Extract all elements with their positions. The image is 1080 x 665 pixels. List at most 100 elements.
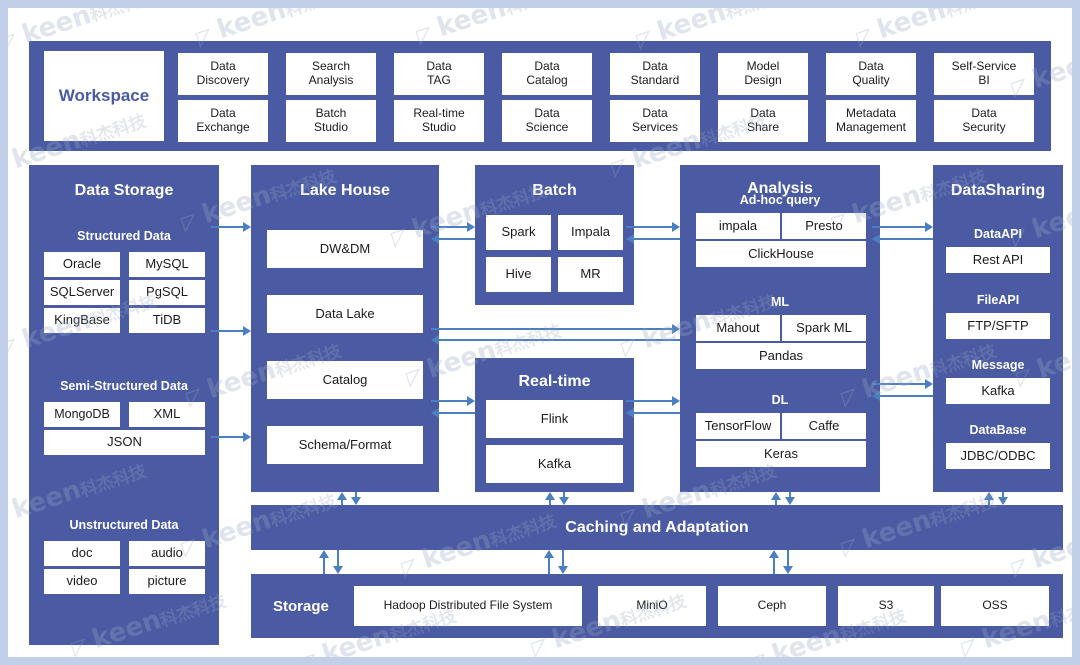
conn-lakehouse-cache-up-head (337, 492, 347, 500)
conn-realtime-cache-down (563, 492, 565, 497)
batch-title: Batch (532, 182, 577, 199)
analysis-title: Analysis (747, 180, 813, 197)
storage-bottom-item-1[interactable]: MiniO (598, 586, 706, 626)
conn-sharing-cache-up (988, 500, 990, 505)
conn-lakehouse-batch-out (431, 226, 467, 228)
storage-unstructured-3[interactable]: picture (129, 569, 205, 594)
conn-lakehouse-analysis-in-head (431, 335, 439, 345)
storage-structured-1[interactable]: MySQL (129, 252, 205, 277)
lake-house-item-2[interactable]: Catalog (267, 361, 423, 399)
conn-cache-storage-down-b-head (558, 566, 568, 574)
conn-lakehouse-analysis-out-head (672, 324, 680, 334)
batch-item-2[interactable]: Hive (486, 257, 551, 292)
storage-bottom-item-4[interactable]: OSS (941, 586, 1049, 626)
ml-label: ML (770, 295, 790, 309)
analysis-0-0[interactable]: impala (696, 213, 780, 239)
datasharing-group-label-3: DataBase (969, 423, 1027, 437)
workspace-label: Workspace (44, 51, 164, 141)
datasharing-group-label-1: FileAPI (976, 293, 1020, 307)
analysis-2-2[interactable]: Keras (696, 441, 866, 467)
semi-structured-data-label: Semi-Structured Data (60, 379, 188, 393)
conn-lakehouse-batch-out-head (467, 222, 475, 232)
conn-realtime-cache-up (549, 500, 551, 505)
conn-analysis-sharing-out-1-head (925, 222, 933, 232)
datasharing-item-2[interactable]: Kafka (946, 378, 1050, 404)
conn-lakehouse-realtime-in (439, 412, 475, 414)
conn-storage-lakehouse-2-head (243, 326, 251, 336)
conn-analysis-cache-up (775, 500, 777, 505)
analysis-2-1[interactable]: Caffe (782, 413, 866, 439)
conn-lakehouse-realtime-in-head (431, 408, 439, 418)
conn-sharing-cache-down-head (998, 497, 1008, 505)
conn-analysis-cache-down-head (785, 497, 795, 505)
lake-house-title: Lake House (300, 182, 390, 199)
datasharing-item-0[interactable]: Rest API (946, 247, 1050, 273)
storage-unstructured-2[interactable]: video (44, 569, 120, 594)
datasharing-item-3[interactable]: JDBC/ODBC (946, 443, 1050, 469)
storage-semi-1[interactable]: XML (129, 402, 205, 427)
conn-realtime-cache-up-head (545, 492, 555, 500)
conn-batch-analysis-out (626, 226, 672, 228)
batch-item-1[interactable]: Impala (558, 215, 623, 250)
analysis-1-0[interactable]: Mahout (696, 315, 780, 341)
realtime-item-0[interactable]: Flink (486, 400, 623, 438)
realtime-item-1[interactable]: Kafka (486, 445, 623, 483)
batch-item-3[interactable]: MR (558, 257, 623, 292)
lake-house-item-3[interactable]: Schema/Format (267, 426, 423, 464)
conn-lakehouse-realtime-out (431, 400, 467, 402)
lake-house-item-1[interactable]: Data Lake (267, 295, 423, 333)
storage-structured-4[interactable]: KingBase (44, 308, 120, 333)
storage-semi-0[interactable]: MongoDB (44, 402, 120, 427)
conn-cache-storage-up-c (773, 558, 775, 574)
datasharing-item-1[interactable]: FTP/SFTP (946, 313, 1050, 339)
conn-analysis-sharing-in-1 (880, 238, 933, 240)
data-storage-title: Data Storage (74, 182, 174, 199)
storage-structured-2[interactable]: SQLServer (44, 280, 120, 305)
conn-cache-storage-down-b (562, 550, 564, 566)
caching-panel: Caching and Adaptation (251, 505, 1063, 550)
analysis-0-2[interactable]: ClickHouse (696, 241, 866, 267)
analysis-0-1[interactable]: Presto (782, 213, 866, 239)
conn-realtime-analysis-in (634, 412, 680, 414)
analysis-1-2[interactable]: Pandas (696, 343, 866, 369)
conn-batch-analysis-in (634, 238, 680, 240)
storage-semi-2[interactable]: JSON (44, 430, 205, 455)
storage-structured-3[interactable]: PgSQL (129, 280, 205, 305)
conn-realtime-analysis-out-head (672, 396, 680, 406)
analysis-2-0[interactable]: TensorFlow (696, 413, 780, 439)
conn-cache-storage-up-c-head (769, 550, 779, 558)
conn-lakehouse-batch-in-head (431, 234, 439, 244)
conn-analysis-sharing-in-1-head (872, 234, 880, 244)
batch-item-0[interactable]: Spark (486, 215, 551, 250)
conn-realtime-analysis-out (626, 400, 672, 402)
analysis-1-1[interactable]: Spark ML (782, 315, 866, 341)
storage-structured-5[interactable]: TiDB (129, 308, 205, 333)
storage-bottom-item-0[interactable]: Hadoop Distributed File System (354, 586, 582, 626)
lake-house-item-0[interactable]: DW&DM (267, 230, 423, 268)
conn-sharing-cache-down (1002, 492, 1004, 497)
storage-bottom-item-2[interactable]: Ceph (718, 586, 826, 626)
storage-unstructured-1[interactable]: audio (129, 541, 205, 566)
storage-structured-0[interactable]: Oracle (44, 252, 120, 277)
conn-cache-storage-up-a (323, 558, 325, 574)
storage-bottom-item-3[interactable]: S3 (838, 586, 934, 626)
storage-unstructured-0[interactable]: doc (44, 541, 120, 566)
